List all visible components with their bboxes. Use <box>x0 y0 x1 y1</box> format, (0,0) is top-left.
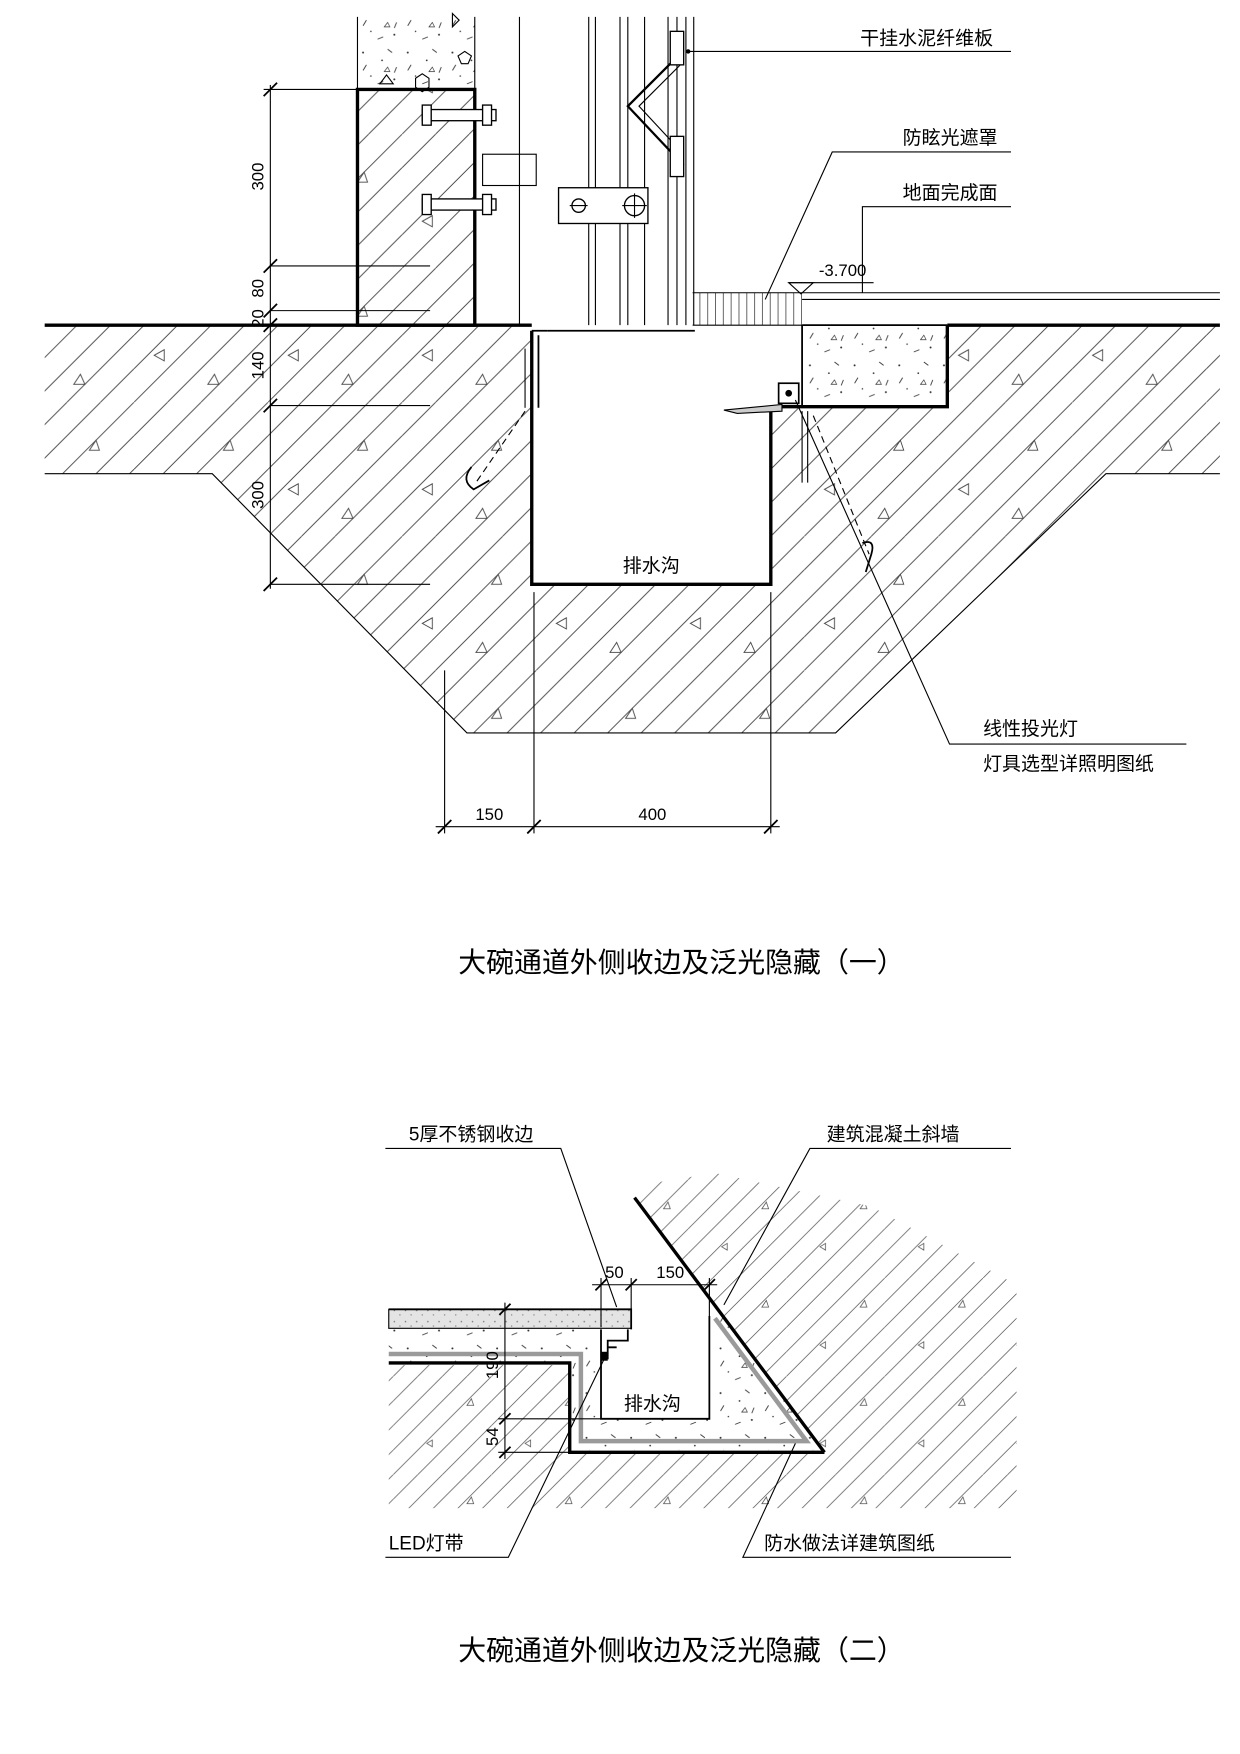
wall-concrete-edges <box>356 16 476 90</box>
dim-v-20: 20 <box>249 309 268 328</box>
svg-text:防眩光遮罩: 防眩光遮罩 <box>903 127 998 149</box>
svg-text:地面完成面: 地面完成面 <box>903 182 998 204</box>
anchor-bolt-lower <box>421 193 497 216</box>
dim-v-54: 54 <box>483 1427 502 1446</box>
dim-h-150: 150 <box>475 805 503 824</box>
callout-cladding: 干挂水泥纤维板 <box>685 28 1011 54</box>
svg-text:灯具选型详照明图纸: 灯具选型详照明图纸 <box>983 753 1154 775</box>
excavation-outline <box>44 473 1220 734</box>
concrete-block-edge <box>781 325 949 409</box>
earth-hatch-region-2 <box>388 1173 1017 1509</box>
callout-waterproofing: 防水做法详建筑图纸 <box>742 1443 1011 1558</box>
drain-label: 排水沟 <box>623 555 680 577</box>
dim-v-300-lower: 300 <box>249 481 268 509</box>
detail-1: 排水沟 -3.700 <box>44 12 1220 979</box>
earth-hatch-region <box>44 325 1220 733</box>
callout-finished-floor: 地面完成面 <box>861 182 1011 293</box>
concrete-base-block <box>802 325 948 407</box>
dim-v-190: 190 <box>483 1351 502 1379</box>
dim-h-400: 400 <box>638 805 666 824</box>
concrete-block-left-edge <box>801 324 948 407</box>
left-anchor-hook <box>465 348 526 491</box>
detail-1-title: 大碗通道外侧收边及泛光隐藏（一） <box>458 947 905 979</box>
svg-text:LED灯带: LED灯带 <box>389 1533 464 1555</box>
glare-shield-plate <box>723 403 783 414</box>
callout-concrete-slope-wall: 建筑混凝土斜墙 <box>723 1124 1011 1306</box>
svg-text:建筑混凝土斜墙: 建筑混凝土斜墙 <box>827 1124 960 1146</box>
horizontal-dimension-1: 150 400 <box>435 592 780 835</box>
callout-led-strip: LED灯带 <box>385 1356 606 1558</box>
svg-text:干挂水泥纤维板: 干挂水泥纤维板 <box>860 28 993 50</box>
wall-aggregate-marks <box>378 12 473 93</box>
cladding-layer-lines <box>518 16 695 326</box>
elevation-value: -3.700 <box>819 261 866 280</box>
cladding-support-bracket <box>626 30 685 178</box>
callout-glare-shield: 防眩光遮罩 <box>764 127 1011 300</box>
drain-channel-outline <box>530 330 773 586</box>
dim-h-150-2: 150 <box>656 1263 684 1282</box>
led-strip-icon <box>601 1351 608 1361</box>
waterproof-layer-band <box>388 1316 812 1444</box>
dim-v-300-upper: 300 <box>249 163 268 191</box>
anchor-bolt-upper <box>421 104 497 126</box>
finish-layer-strip <box>692 292 803 326</box>
svg-text:5厚不锈钢收边: 5厚不锈钢收边 <box>409 1124 533 1146</box>
svg-text:防水做法详建筑图纸: 防水做法详建筑图纸 <box>764 1533 935 1555</box>
svg-text:线性投光灯: 线性投光灯 <box>983 718 1078 740</box>
dim-v-80: 80 <box>249 279 268 298</box>
dim-v-140: 140 <box>249 351 268 379</box>
right-anchor-hook <box>801 411 874 573</box>
concrete-fill-region <box>388 1316 823 1451</box>
callout-flood-light: 线性投光灯 灯具选型详照明图纸 <box>794 399 1187 775</box>
linear-flood-light-icon <box>777 382 800 405</box>
horizontal-dimension-2: 50 150 <box>592 1263 718 1328</box>
dim-h-50: 50 <box>605 1263 624 1282</box>
drain-label-2: 排水沟 <box>624 1393 681 1415</box>
drain-channel-2-outline <box>600 1316 711 1420</box>
finished-floor-line <box>692 292 1220 326</box>
vertical-dimension-1: 300 80 20 140 300 <box>249 82 431 592</box>
concrete-slope-wall-line <box>633 1196 826 1454</box>
callout-stainless-edge: 5厚不锈钢收边 <box>385 1124 618 1308</box>
vertical-dimension-2: 190 54 <box>483 1302 602 1460</box>
detail-2: 排水沟 50 150 190 54 5厚不锈钢收边 建筑混凝土斜墙 <box>385 1124 1017 1667</box>
drain-edge-angle <box>531 329 548 408</box>
membrane-line <box>388 1361 825 1454</box>
stone-paving-slab <box>388 1308 632 1329</box>
connector-plate <box>482 153 537 187</box>
detail-2-title: 大碗通道外侧收边及泛光隐藏（二） <box>458 1635 905 1667</box>
bolted-clip-plate <box>557 187 649 225</box>
